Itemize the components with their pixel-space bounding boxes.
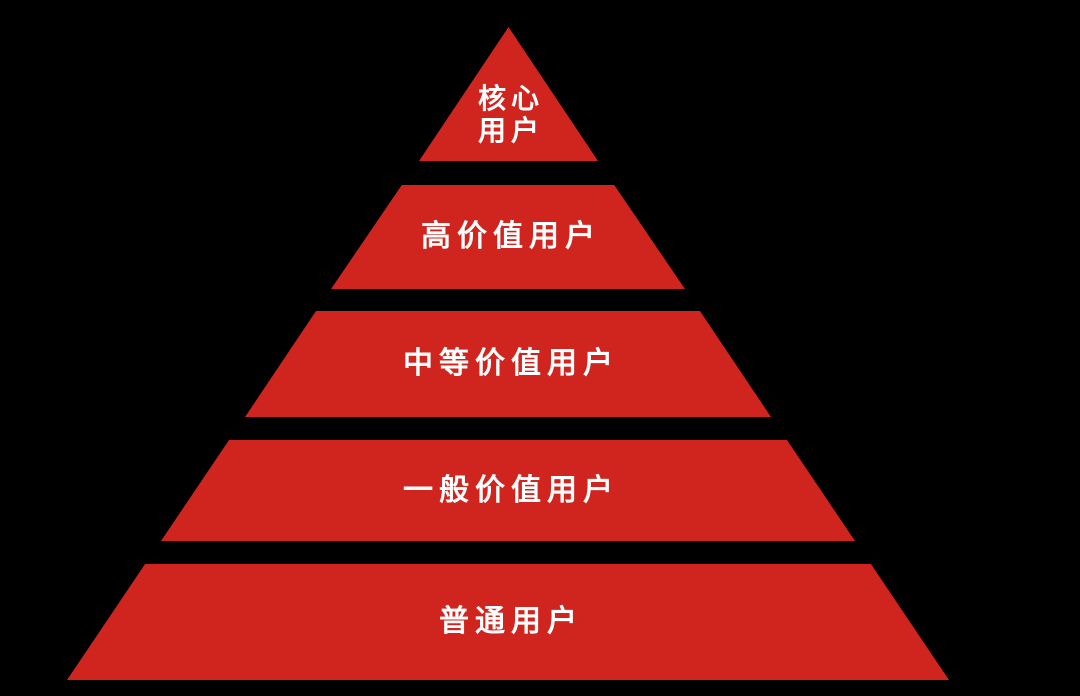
tier-label-high-value-users: 高价值用户	[421, 220, 601, 253]
pyramid-tier-core-users: 核心 用户	[419, 27, 598, 161]
tier-label-ordinary-users: 普通用户	[439, 605, 583, 638]
pyramid-tier-medium-value-users: 中等价值用户	[245, 311, 771, 417]
pyramid-tier-ordinary-users: 普通用户	[67, 564, 949, 680]
tier-label-general-value-users: 一般价值用户	[403, 473, 619, 507]
tier-label-medium-value-users: 中等价值用户	[403, 347, 619, 380]
pyramid-tier-high-value-users: 高价值用户	[331, 185, 685, 289]
tier-label-core-users: 核心 用户	[477, 82, 544, 146]
pyramid-tier-general-value-users: 一般价值用户	[161, 440, 855, 541]
